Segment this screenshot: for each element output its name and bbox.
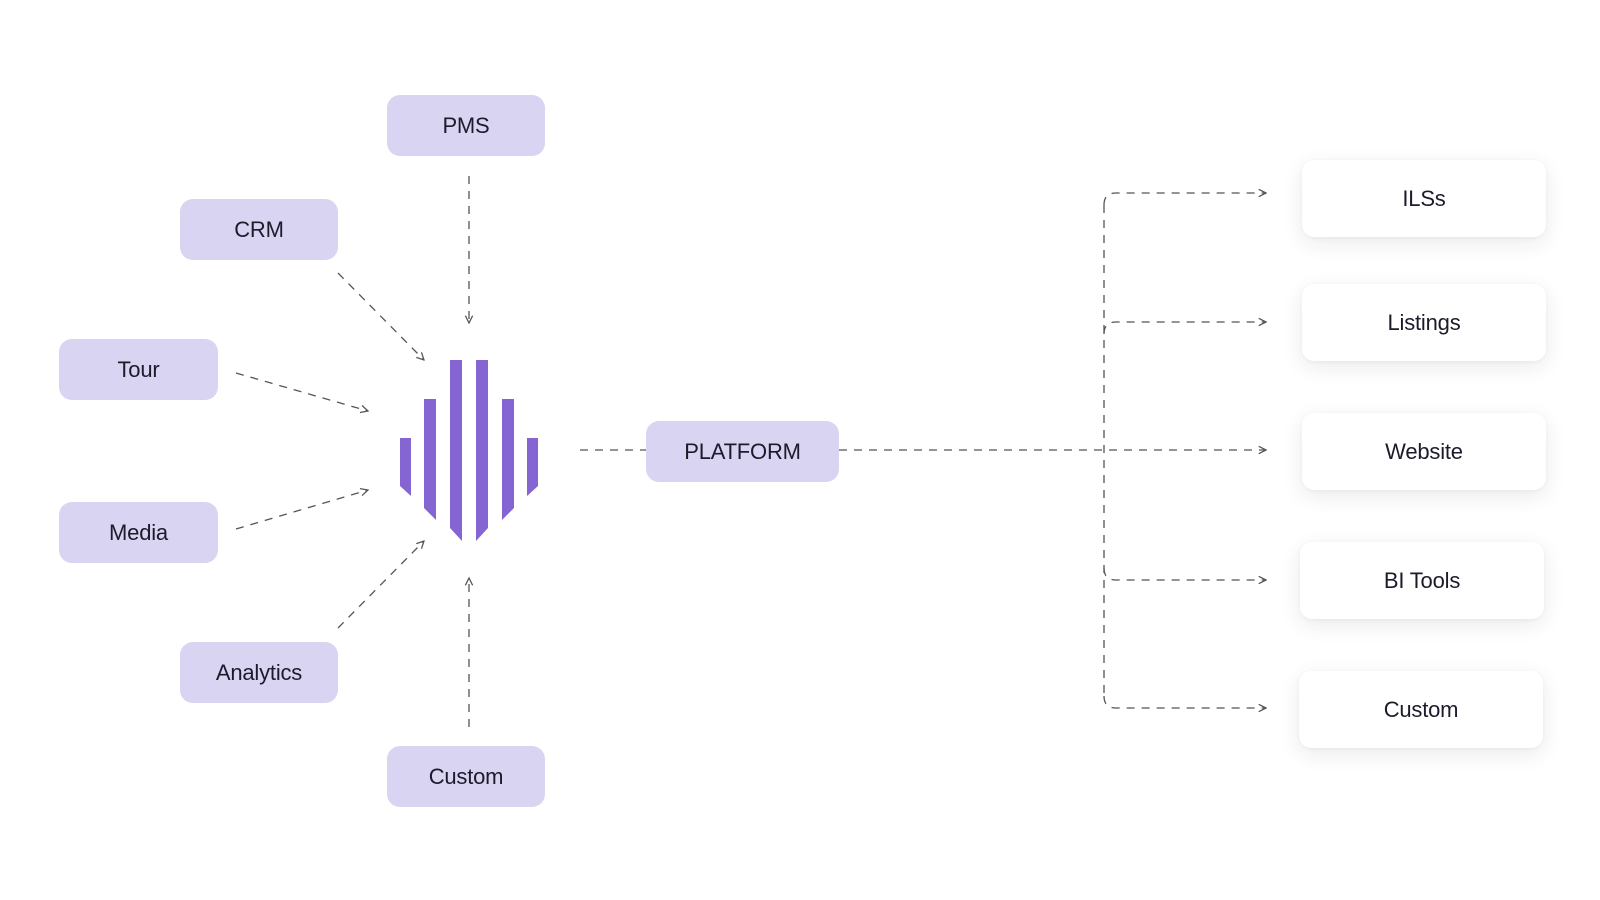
destination-node-listings: Listings [1302, 284, 1546, 361]
arrow-to-ilss [1103, 193, 1266, 206]
destination-label: Custom [1383, 696, 1459, 722]
destination-node-ilss: ILSs [1302, 160, 1546, 237]
platform-label: PLATFORM [684, 438, 801, 464]
destination-node-website: Website [1302, 413, 1546, 490]
source-node-crm: CRM [180, 199, 338, 260]
source-label: Analytics [215, 659, 303, 685]
source-label: PMS [442, 112, 490, 138]
source-node-media: Media [59, 502, 218, 563]
arrow-to-bi-tools [1103, 567, 1266, 580]
destination-label: Website [1385, 438, 1463, 464]
source-node-tour: Tour [59, 339, 218, 400]
arrow-tour-to-hub [235, 372, 368, 411]
destination-label: Listings [1387, 309, 1461, 335]
arrow-media-to-hub [235, 490, 368, 530]
source-label: CRM [234, 216, 284, 242]
source-node-custom: Custom [387, 746, 545, 807]
arrow-to-custom-destination [1103, 695, 1266, 708]
source-label: Media [109, 519, 168, 545]
striped-shield-logo-icon [400, 360, 538, 541]
arrow-crm-to-hub [337, 272, 424, 360]
destination-label: BI Tools [1383, 567, 1461, 593]
destination-label: ILSs [1402, 185, 1446, 211]
source-node-pms: PMS [387, 95, 545, 156]
destination-node-custom: Custom [1299, 671, 1543, 748]
source-node-analytics: Analytics [180, 642, 338, 703]
source-label: Tour [117, 356, 160, 382]
arrow-to-listings [1103, 322, 1266, 335]
platform-node: PLATFORM [646, 421, 839, 482]
source-label: Custom [428, 763, 504, 789]
arrow-analytics-to-hub [337, 541, 424, 629]
destination-node-bi-tools: BI Tools [1300, 542, 1544, 619]
